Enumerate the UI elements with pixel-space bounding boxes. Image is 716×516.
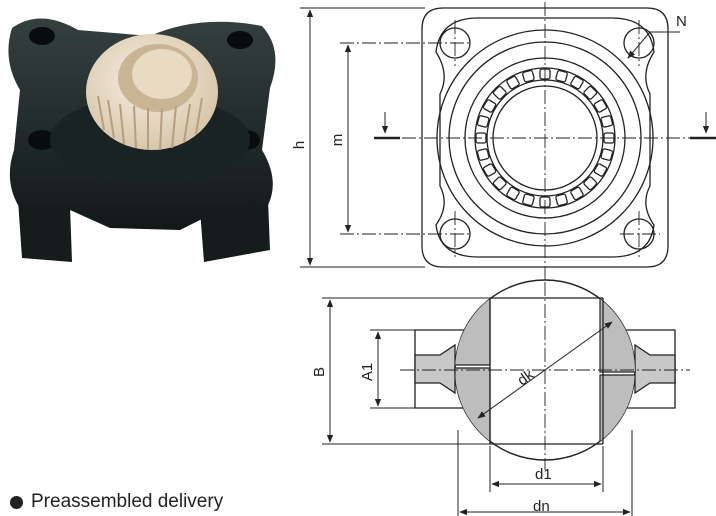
- label-dn: dn: [533, 498, 550, 515]
- flange-inner-contour: [435, 17, 655, 258]
- bearing-tooth: [600, 115, 614, 128]
- feature-bullet: Preassembled delivery: [10, 488, 223, 516]
- bearing-tooth: [570, 186, 584, 201]
- bearing-bore-inner: [132, 49, 192, 99]
- bearing-tooth: [555, 193, 568, 207]
- bearing-tooth: [583, 85, 598, 100]
- bearing-tooth: [570, 75, 584, 90]
- ball-section-right-lower: [599, 374, 635, 460]
- mounting-hole: [227, 31, 253, 49]
- label-b: B: [311, 367, 328, 377]
- product-photo: [8, 18, 276, 262]
- bearing-tooth: [600, 148, 614, 161]
- mounting-hole: [29, 27, 55, 45]
- bearing-tooth: [476, 148, 490, 161]
- bearing-tooth: [522, 69, 535, 83]
- label-n: N: [676, 13, 687, 30]
- flange-outline: [421, 7, 669, 268]
- dimension-dk: [477, 321, 613, 419]
- bearing-tooth: [482, 99, 497, 113]
- bearing-tooth: [522, 193, 535, 207]
- bearing-tooth: [593, 99, 608, 113]
- label-h: h: [291, 141, 308, 149]
- bearing-tooth: [555, 69, 568, 83]
- bullet-dot-icon: [10, 495, 23, 509]
- label-d1: d1: [535, 466, 552, 483]
- housing-leg-left: [18, 200, 72, 262]
- bearing-tooth: [506, 186, 520, 201]
- dimension-n-leader: [627, 31, 651, 59]
- housing-flange-left: [414, 343, 456, 395]
- mounting-hole: [28, 130, 56, 150]
- bearing-tooth: [492, 85, 507, 100]
- housing-leg-right: [200, 200, 270, 262]
- bearing-tooth: [476, 115, 490, 128]
- bearing-tooth: [593, 163, 608, 177]
- bearing-tooth: [492, 176, 507, 191]
- feature-text: Preassembled delivery: [31, 491, 224, 512]
- ball-section-left-lower: [455, 367, 491, 460]
- bearing-tooth: [482, 163, 497, 177]
- bearing-teeth-ring: [475, 68, 615, 208]
- label-m: m: [329, 134, 346, 147]
- bearing-tooth: [506, 75, 520, 90]
- label-a1: A1: [359, 363, 376, 381]
- bearing-tooth: [583, 176, 598, 191]
- housing-flange-right: [634, 343, 676, 395]
- bearing-teeth: [97, 95, 203, 151]
